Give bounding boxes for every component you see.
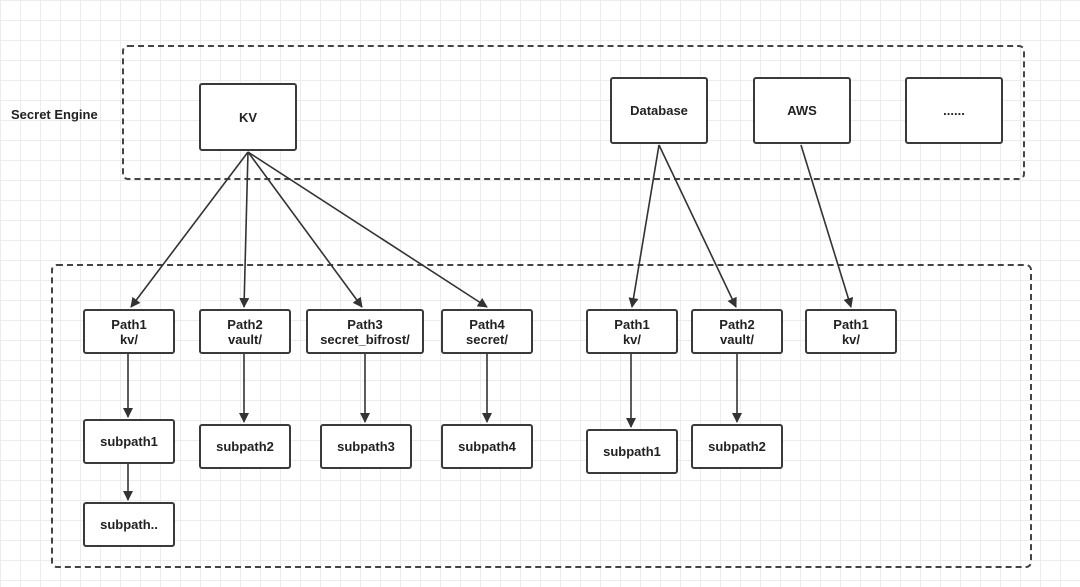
aws-path1-node: Path1 kv/ <box>805 309 897 354</box>
path-name: Path1 <box>833 316 869 332</box>
kv-subpath2-node: subpath2 <box>199 424 291 469</box>
kv-path2-node: Path2 vault/ <box>199 309 291 354</box>
path-name: Path1 <box>111 316 147 332</box>
path-name: Path3 <box>347 316 383 332</box>
path-mount: vault/ <box>720 331 754 347</box>
db-path1-node: Path1 kv/ <box>586 309 678 354</box>
kv-subpath3-node: subpath3 <box>320 424 412 469</box>
db-subpath1-node: subpath1 <box>586 429 678 474</box>
engine-aws: AWS <box>753 77 851 144</box>
engine-more-label: ...... <box>943 103 965 118</box>
edge-db-path2 <box>658 144 737 308</box>
path-mount: kv/ <box>119 331 139 347</box>
db-subpath2-node: subpath2 <box>691 424 783 469</box>
edge-kv-path4 <box>247 151 488 308</box>
engine-aws-label: AWS <box>787 103 817 118</box>
path-name: Path1 <box>614 316 650 332</box>
engine-database: Database <box>610 77 708 144</box>
subpath-label: subpath2 <box>708 439 766 454</box>
kv-path3-node: Path3 secret_bifrost/ <box>306 309 424 354</box>
engine-database-label: Database <box>630 103 688 118</box>
subpath-label: subpath3 <box>337 439 395 454</box>
path-mount: kv/ <box>841 331 861 347</box>
path-mount: secret/ <box>466 331 508 347</box>
subpath-label: subpath1 <box>603 444 661 459</box>
edge-kv-path2 <box>239 151 250 308</box>
kv-subpath1-node: subpath1 <box>83 419 175 464</box>
kv-subpath4-node: subpath4 <box>441 424 533 469</box>
kv-path1-node: Path1 kv/ <box>83 309 175 354</box>
path-mount: vault/ <box>228 331 262 347</box>
path-mount: secret_bifrost/ <box>320 331 410 347</box>
subpath-label: subpath2 <box>216 439 274 454</box>
path-name: Path4 <box>469 316 505 332</box>
subpath-label: subpath1 <box>100 434 158 449</box>
edge-db-path1 <box>628 144 660 308</box>
subpath-label: subpath4 <box>458 439 516 454</box>
secret-engine-group <box>122 45 1025 180</box>
engine-kv: KV <box>199 83 297 151</box>
kv-subpath-more-node: subpath.. <box>83 502 175 547</box>
path-name: Path2 <box>719 316 755 332</box>
engine-kv-label: KV <box>238 109 258 125</box>
path-mount: kv/ <box>622 331 642 347</box>
edge-kv-path1 <box>130 151 249 308</box>
edge-kv-path3 <box>247 151 363 308</box>
secret-engine-label: Secret Engine <box>11 107 98 122</box>
db-path2-node: Path2 vault/ <box>691 309 783 354</box>
subpath-label: subpath.. <box>100 517 158 532</box>
edge-aws-path1 <box>800 144 854 308</box>
kv-path4-node: Path4 secret/ <box>441 309 533 354</box>
path-name: Path2 <box>227 316 263 332</box>
paths-group <box>51 264 1032 568</box>
engine-more: ...... <box>905 77 1003 144</box>
